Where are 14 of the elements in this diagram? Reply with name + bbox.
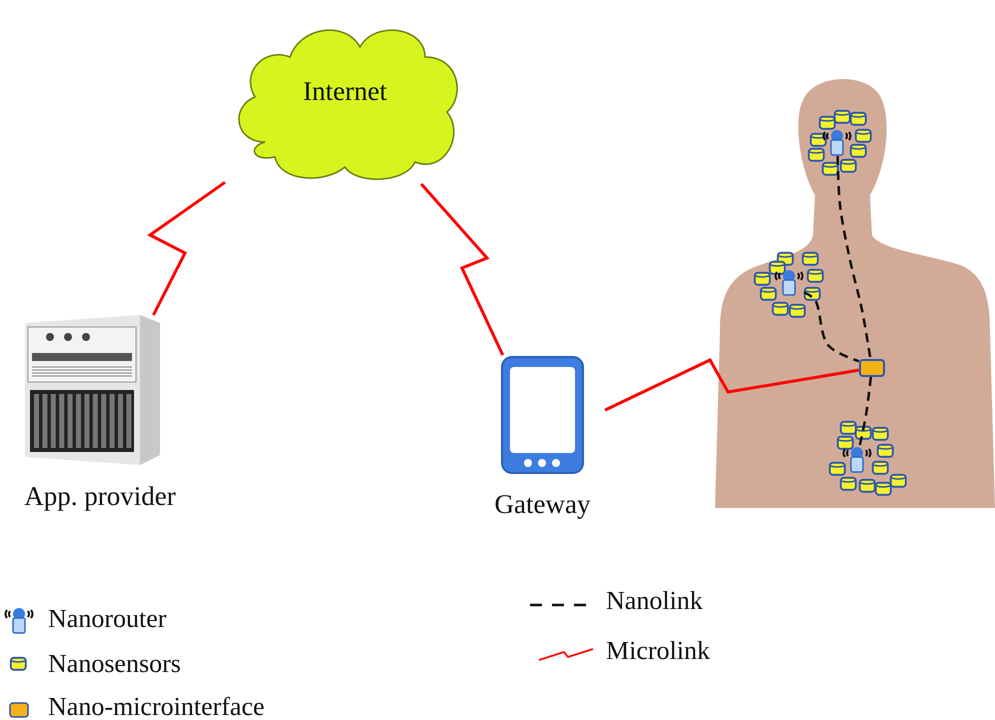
- dashed-link: [803, 291, 860, 362]
- legend-label: Nanolink: [606, 588, 703, 614]
- zigzag-link: [147, 181, 226, 316]
- zigzag-link: [604, 358, 860, 412]
- node-label: App. provider: [23, 483, 177, 510]
- dashed-link: [858, 376, 872, 446]
- legend-label: Microlink: [606, 638, 710, 664]
- node-label: Gateway: [494, 491, 592, 518]
- legend-label: Nano-microinterface: [48, 694, 265, 720]
- cloud-label: Internet: [302, 78, 388, 105]
- legend-label: Nanorouter: [48, 606, 166, 632]
- legend-label: Nanosensors: [48, 651, 181, 677]
- zigzag-link: [420, 183, 504, 356]
- dashed-link: [836, 156, 872, 360]
